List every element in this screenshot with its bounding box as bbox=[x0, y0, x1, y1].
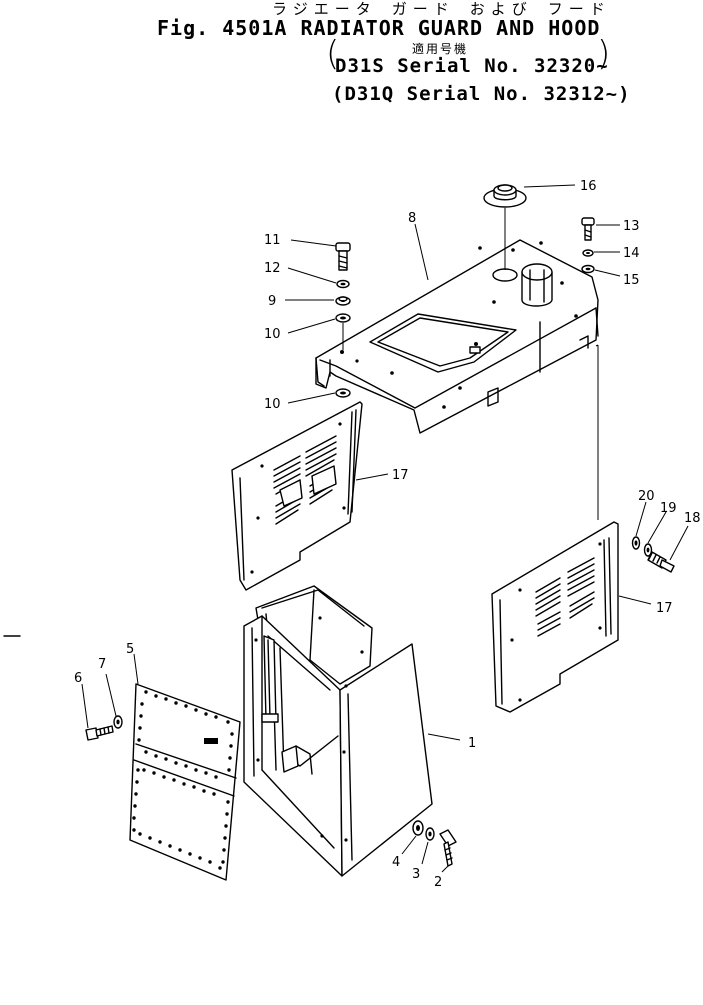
japanese-title: ラジエータ ガード および フード bbox=[272, 0, 611, 18]
callout-7: 7 bbox=[98, 657, 106, 672]
callout-12: 12 bbox=[264, 261, 281, 276]
washer-part-10-upper bbox=[335, 313, 351, 323]
serial-line-d31q: (D31Q Serial No. 32312~) bbox=[332, 83, 631, 105]
washer-part-19 bbox=[643, 543, 653, 557]
callout-6: 6 bbox=[74, 671, 82, 686]
grille-perforations bbox=[132, 690, 234, 870]
callout-9: 9 bbox=[268, 294, 276, 309]
callout-2: 2 bbox=[434, 875, 442, 890]
radiator-guard-part-1 bbox=[243, 585, 433, 877]
side-panel-part-17-right bbox=[491, 521, 619, 713]
callout-20: 20 bbox=[638, 489, 655, 504]
washer-part-7 bbox=[113, 715, 123, 729]
callout-14: 14 bbox=[623, 246, 640, 261]
bolt-part-6 bbox=[85, 725, 114, 741]
bolt-part-11 bbox=[335, 242, 351, 271]
washer-part-15 bbox=[581, 264, 595, 274]
callout-5: 5 bbox=[126, 642, 134, 657]
callout-11: 11 bbox=[264, 233, 281, 248]
leader-lines bbox=[81, 184, 689, 873]
washer-part-4 bbox=[412, 820, 424, 836]
callout-16: 16 bbox=[580, 179, 597, 194]
washer-part-10-lower bbox=[335, 388, 351, 398]
hood-part-8 bbox=[315, 239, 599, 434]
callout-18: 18 bbox=[684, 511, 701, 526]
callout-3: 3 bbox=[412, 867, 420, 882]
bolt-part-13 bbox=[581, 217, 595, 241]
callout-4: 4 bbox=[392, 855, 400, 870]
callout-labels: 1 2 3 4 5 6 7 8 9 10 10 11 12 13 14 15 1… bbox=[74, 179, 701, 890]
title-block: ラジエータ ガード および フード Fig. 4501A RADIATOR GU… bbox=[0, 0, 703, 110]
right-paren: ) bbox=[597, 34, 611, 74]
callout-17-left: 17 bbox=[392, 468, 409, 483]
bolt-part-2 bbox=[439, 829, 457, 867]
callout-8: 8 bbox=[408, 211, 416, 226]
washer-part-12 bbox=[336, 279, 350, 289]
callout-10-upper: 10 bbox=[264, 327, 281, 342]
serial-line-d31q-text: D31Q Serial No. 32312~ bbox=[344, 83, 619, 105]
washer-part-3 bbox=[425, 827, 435, 841]
left-paren: ( bbox=[326, 34, 340, 74]
callout-17-right: 17 bbox=[656, 601, 673, 616]
figure-title: Fig. 4501A RADIATOR GUARD AND HOOD bbox=[157, 16, 601, 40]
bolt-part-18 bbox=[647, 551, 675, 573]
washer-part-14 bbox=[582, 249, 594, 257]
serial-line-d31s: D31S Serial No. 32320~ bbox=[335, 55, 609, 77]
callout-10-lower: 10 bbox=[264, 397, 281, 412]
washer-part-20 bbox=[631, 536, 641, 550]
cap-part-16 bbox=[483, 184, 527, 208]
callout-13: 13 bbox=[623, 219, 640, 234]
callout-1: 1 bbox=[468, 736, 476, 751]
callout-15: 15 bbox=[623, 273, 640, 288]
applicable-label: 適用号機 bbox=[412, 42, 469, 56]
louvre-group-right bbox=[535, 557, 595, 637]
grille-panel-part-5 bbox=[129, 683, 241, 881]
washer-part-9 bbox=[335, 296, 351, 306]
callout-19: 19 bbox=[660, 501, 677, 516]
side-panel-part-17-left bbox=[231, 401, 363, 591]
